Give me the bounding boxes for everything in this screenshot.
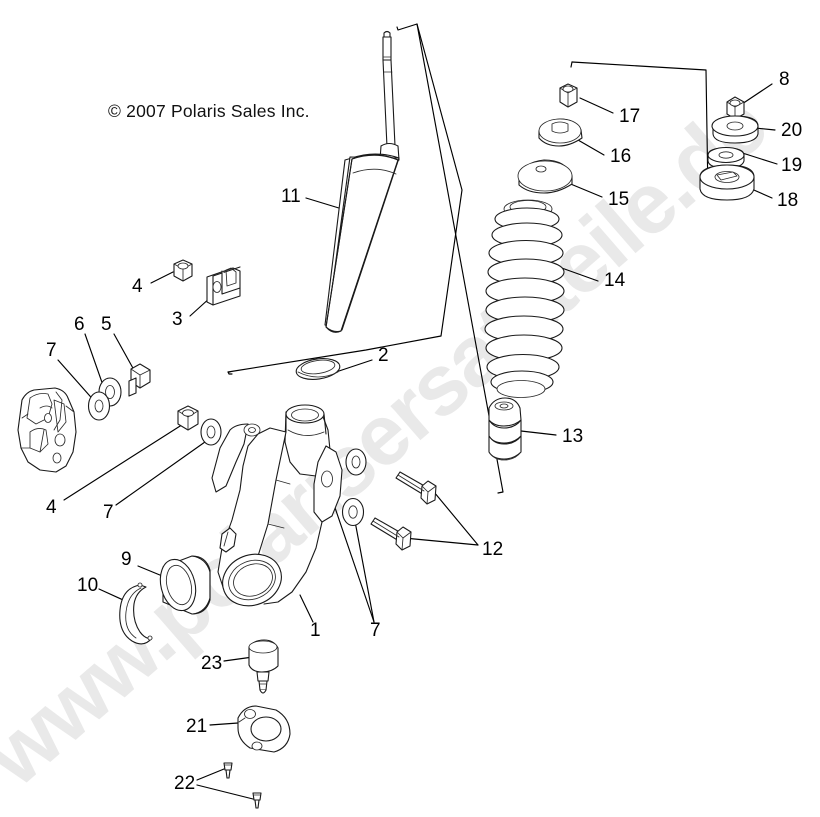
part-large-washer [711, 115, 759, 144]
watermark-text: www.polarisersatzteile.de [0, 77, 784, 805]
part-screw-upper [223, 762, 233, 779]
callout-label-10: 10 [77, 575, 99, 596]
callout-label-16: 16 [610, 146, 632, 167]
callout-label-15: 15 [608, 189, 630, 210]
part-washer-caliper [87, 391, 111, 421]
part-flange-nut-upper [173, 259, 193, 282]
callout-label-12: 12 [482, 539, 504, 560]
part-seal-ring [295, 358, 341, 380]
callout-label-6: 6 [74, 314, 85, 335]
part-small-washer [707, 146, 745, 169]
callout-label-17: 17 [619, 106, 641, 127]
part-bracket [206, 266, 241, 306]
callout-label-8: 8 [779, 69, 790, 90]
callout-label-21: 21 [186, 716, 208, 737]
copyright-notice: © 2007 Polaris Sales Inc. [108, 101, 310, 121]
callout-label-4-lower: 4 [46, 497, 57, 518]
part-mount-bushing [699, 164, 755, 201]
callout-label-22: 22 [174, 773, 196, 794]
callout-label-7-knuckle: 7 [370, 620, 381, 641]
part-bump-stop [488, 397, 522, 461]
part-screw-lower [252, 792, 262, 809]
part-strut-nut [559, 83, 578, 108]
part-shock-absorber-strut [324, 30, 400, 333]
callout-label-19: 19 [781, 155, 803, 176]
callout-label-2: 2 [378, 345, 389, 366]
part-hex-bolt-lower [370, 517, 412, 551]
callout-label-14: 14 [604, 270, 626, 291]
watermark: www.polarisersatzteile.de [0, 77, 784, 805]
callout-label-9: 9 [121, 549, 132, 570]
callout-label-23: 23 [201, 653, 223, 674]
part-bushing [159, 555, 211, 615]
callout-label-7-lower: 7 [103, 502, 114, 523]
callout-label-3: 3 [172, 309, 183, 330]
part-ball-joint-plate [237, 705, 291, 753]
part-hex-bolt-upper [395, 471, 437, 505]
part-flange-bolt [128, 363, 151, 397]
part-washer-knuckle-upper [345, 448, 367, 476]
part-steering-knuckle [211, 404, 343, 607]
callout-label-11: 11 [281, 186, 301, 207]
callout-label-18: 18 [777, 190, 799, 211]
callout-label-13: 13 [562, 426, 584, 447]
part-washer-knuckle-lower [341, 497, 365, 527]
part-brake-caliper [17, 387, 77, 473]
callout-label-20: 20 [781, 120, 803, 141]
callout-label-1: 1 [310, 620, 321, 641]
callout-label-4-upper: 4 [132, 276, 143, 297]
part-lock-nut [726, 96, 745, 120]
part-spring-seat-upper [538, 118, 583, 147]
callout-label-7-caliper: 7 [46, 340, 57, 361]
part-spring-seat-lower [517, 159, 573, 194]
callout-label-5: 5 [101, 314, 112, 335]
part-ball-joint-stud [248, 639, 279, 694]
part-snap-ring [119, 582, 153, 645]
part-washer-center [200, 418, 222, 446]
part-flange-nut-lower [177, 405, 199, 431]
part-coil-spring [484, 199, 565, 398]
